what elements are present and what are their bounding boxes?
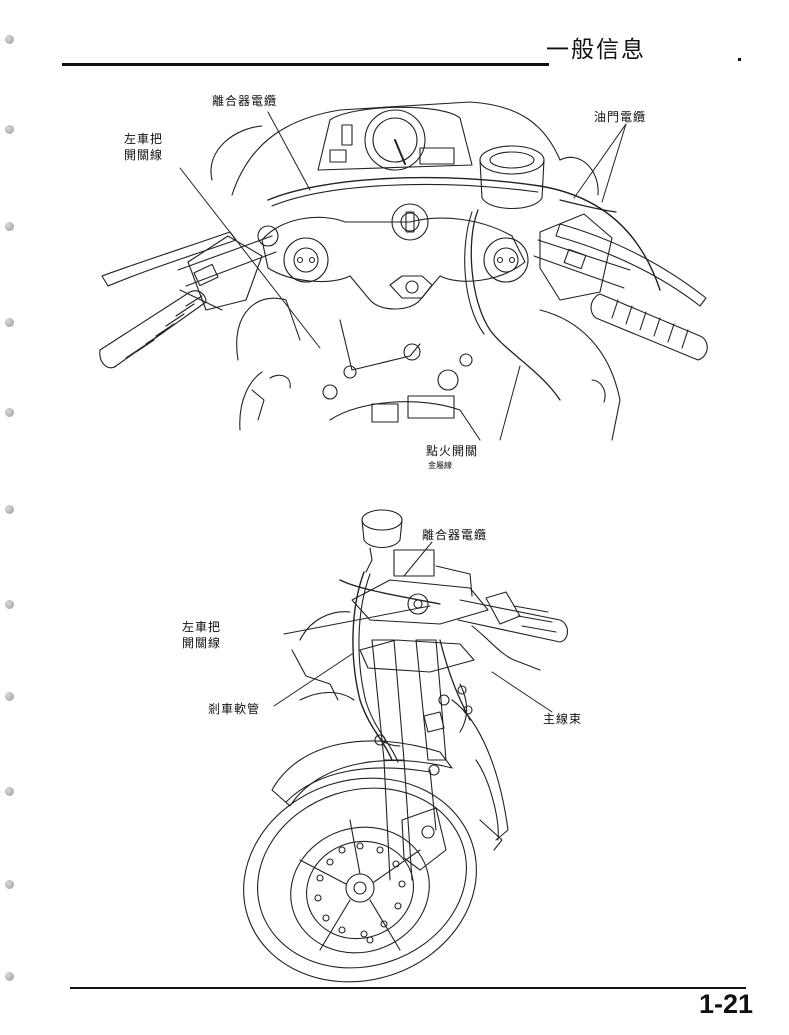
label-left-switch-bottom-1: 左車把 bbox=[182, 620, 222, 634]
binder-hole bbox=[5, 880, 14, 889]
binder-hole bbox=[5, 787, 14, 796]
section-title: 一般信息 bbox=[546, 37, 646, 63]
binder-hole bbox=[5, 408, 14, 417]
binder-hole bbox=[5, 318, 14, 327]
label-clutch-cable-top: 離合器電纜 bbox=[212, 94, 278, 108]
label-throttle-cable: 油門電纜 bbox=[594, 110, 647, 124]
binder-hole bbox=[5, 972, 14, 981]
label-left-switch-top-1: 左車把 bbox=[124, 132, 164, 146]
header-rule bbox=[62, 63, 549, 66]
binder-hole bbox=[5, 692, 14, 701]
binder-hole bbox=[5, 505, 14, 514]
label-left-switch-bottom-2: 開關線 bbox=[182, 636, 222, 650]
footer-rule bbox=[70, 987, 746, 989]
label-ignition-sub: 金屬線 bbox=[428, 461, 452, 470]
label-brake-hose: 剎車軟管 bbox=[208, 702, 261, 716]
header-mark bbox=[738, 58, 741, 61]
binder-hole bbox=[5, 125, 14, 134]
label-ignition-switch: 點火開關 bbox=[426, 444, 479, 458]
label-main-harness: 主線束 bbox=[543, 712, 583, 726]
binder-hole bbox=[5, 35, 14, 44]
binder-hole bbox=[5, 222, 14, 231]
binder-hole bbox=[5, 600, 14, 609]
page-number: 1-21 bbox=[699, 989, 754, 1019]
label-clutch-cable-bottom: 離合器電纜 bbox=[422, 528, 488, 542]
label-left-switch-top-2: 開關線 bbox=[124, 148, 164, 162]
